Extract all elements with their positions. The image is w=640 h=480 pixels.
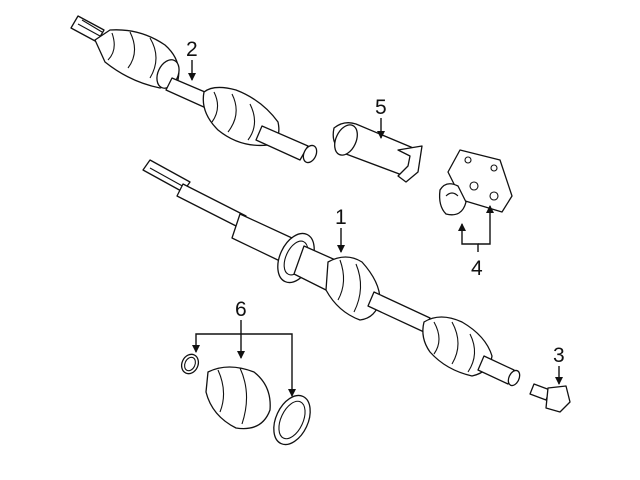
callout-label-4: 4 [471,257,483,280]
bearing-sleeve [332,122,423,183]
upper-axle-shaft [70,15,318,164]
callout-label-3: 3 [553,344,565,367]
callout-label-2: 2 [186,38,198,61]
callout-arrows [188,60,563,397]
callout-label-1: 1 [335,206,347,229]
flange-bolt [529,383,571,413]
callout-label-6: 6 [235,298,247,321]
support-bracket [438,149,513,216]
boot-kit [180,353,311,446]
callout-label-5: 5 [375,96,387,119]
lower-axle-shaft [142,159,521,387]
